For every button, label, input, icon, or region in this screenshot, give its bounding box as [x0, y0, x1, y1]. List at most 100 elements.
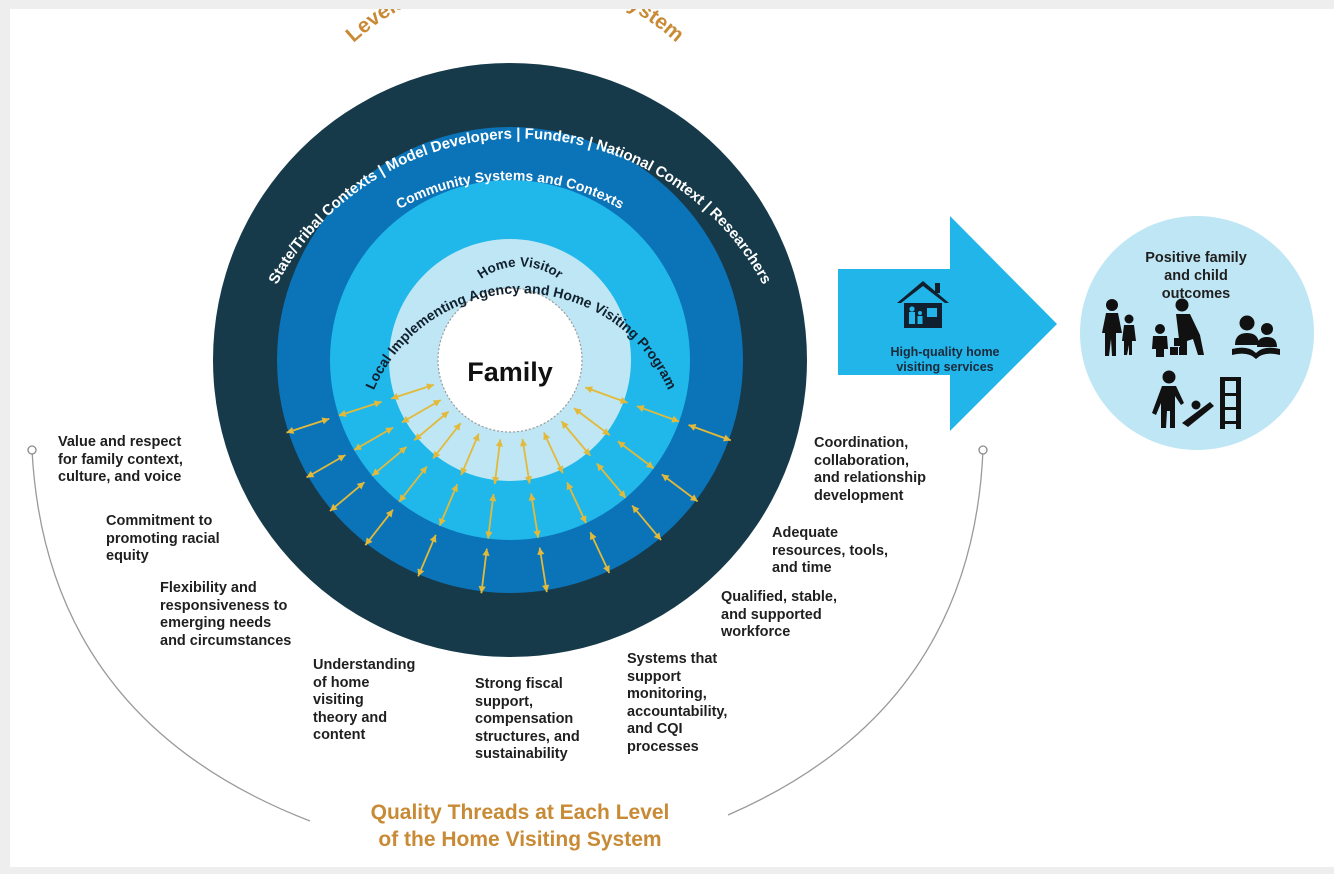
left-arc-end-dot — [27, 445, 37, 455]
levels-heading: Levels of the Home Visiting System — [342, 9, 689, 47]
thread-arrow-head — [537, 547, 545, 556]
thread-arrow-head — [579, 515, 587, 524]
thread-arrow-head — [286, 427, 295, 434]
thread-arrow-head — [524, 475, 533, 484]
thread-arrow-line — [390, 383, 435, 400]
thread-arrow-line — [432, 422, 462, 460]
thread-arrow-head — [433, 450, 441, 459]
thread-arrow-line — [661, 473, 699, 503]
family-label: Family — [467, 357, 553, 387]
thread-arrow-head — [354, 443, 362, 450]
thread-arrow-head — [414, 433, 422, 441]
thread-arrow-head — [321, 417, 330, 425]
thread-arrow-head — [492, 476, 500, 485]
thread-arrow-head — [632, 505, 640, 514]
thread-arrow-head — [533, 530, 541, 538]
thread-arrow-line — [480, 548, 488, 594]
thread-arrow-head — [485, 531, 493, 539]
thread-arrow-head — [453, 423, 461, 431]
parent-child-slide-icon — [1152, 370, 1241, 429]
thread-arrow-line — [573, 407, 611, 436]
thread-coordination: Coordination, collaboration, and relatio… — [814, 435, 926, 504]
reading-together-icon — [1232, 315, 1280, 359]
service-label: High-quality home visiting services — [890, 345, 1000, 374]
thread-arrow-line — [398, 465, 428, 503]
thread-arrow-line — [329, 481, 366, 512]
thread-arrow-line — [530, 493, 540, 538]
thread-fiscal-support: Strong fiscal support, compensation stru… — [475, 676, 580, 762]
thread-arrow-head — [337, 455, 346, 462]
thread-arrow-line — [364, 509, 394, 546]
thread-arrow-head — [617, 441, 626, 449]
thread-arrow-head — [439, 517, 446, 526]
thread-arrow-head — [429, 534, 437, 543]
thread-arrow-head — [441, 411, 449, 419]
thread-arrow-head — [596, 463, 605, 472]
thread-arrow-head — [602, 428, 610, 436]
thread-arrow-line — [338, 400, 382, 417]
thread-arrow-head — [419, 466, 427, 475]
thread-arrow-head — [417, 568, 425, 577]
thread-arrow-head — [478, 585, 486, 594]
thread-arrow-head — [671, 415, 680, 423]
thread-arrow-head — [472, 433, 480, 442]
thread-arrow-head — [372, 468, 380, 476]
thread-arrow-head — [661, 474, 670, 482]
thread-arrow-line — [286, 417, 330, 434]
thread-arrow-line — [688, 424, 732, 442]
thread-arrow-line — [487, 493, 495, 539]
thread-arrow-head — [365, 537, 373, 546]
thread-understanding: Understanding of home visiting theory an… — [313, 657, 416, 743]
family-center — [437, 287, 583, 433]
thread-arrow-line — [566, 481, 587, 524]
thread-workforce: Qualified, stable, and supported workfor… — [721, 589, 838, 640]
thread-arrow-line — [306, 454, 346, 479]
thread-arrow-head — [561, 421, 569, 429]
thread-arrow-head — [495, 439, 503, 447]
thread-arrow-head — [398, 446, 407, 455]
thread-arrow-line — [542, 432, 564, 474]
thread-arrow-head — [585, 386, 593, 394]
thread-arrow-head — [329, 503, 338, 512]
thread-arrow-head — [645, 461, 654, 469]
thread-arrow-line — [371, 446, 408, 477]
thread-arrow-line — [460, 433, 480, 476]
thread-arrow-head — [589, 532, 597, 541]
thread-arrow-head — [391, 393, 399, 400]
thread-arrow-head — [543, 432, 551, 441]
thread-arrows — [286, 383, 732, 594]
thread-arrow-head — [723, 434, 731, 442]
thread-arrow-line — [438, 483, 459, 527]
thread-arrow-line — [636, 405, 680, 423]
thread-arrow-line — [521, 438, 531, 484]
thread-arrow-head — [603, 565, 610, 573]
thread-arrow-line — [584, 386, 628, 404]
thread-arrow-head — [489, 493, 497, 502]
thread-racial-equity: Commitment to promoting racial equity — [106, 513, 220, 564]
thread-arrow-line — [589, 531, 611, 574]
thread-arrow-line — [413, 410, 450, 442]
thread-arrow-head — [542, 584, 550, 593]
thread-arrow-head — [306, 470, 315, 478]
thread-arrow-head — [385, 509, 394, 518]
thread-arrow-line — [493, 439, 502, 485]
thread-arrow-head — [528, 493, 536, 501]
thread-arrow-head — [426, 383, 434, 391]
thread-arrow-head — [385, 427, 394, 435]
thread-value-respect: Value and respect for family context, cu… — [58, 434, 183, 485]
thread-arrow-line — [538, 547, 548, 593]
diagram-svg: Levels of the Home Visiting System State… — [27, 9, 1314, 822]
thread-arrow-line — [417, 534, 437, 577]
thread-resources: Adequate resources, tools, and time — [772, 525, 889, 576]
right-bracket-arc — [727, 449, 984, 816]
thread-arrow-head — [619, 396, 628, 404]
thread-flexibility: Flexibility and responsiveness to emergi… — [160, 580, 292, 649]
thread-arrow-head — [482, 548, 490, 556]
thread-arrow-head — [618, 490, 626, 498]
thread-arrow-head — [338, 410, 347, 417]
thread-arrow-head — [399, 494, 407, 502]
diagram-canvas: Levels of the Home Visiting System State… — [10, 9, 1334, 867]
thread-arrow-line — [401, 399, 442, 424]
thread-arrow-head — [432, 400, 441, 407]
thread-arrow-head — [401, 415, 410, 423]
